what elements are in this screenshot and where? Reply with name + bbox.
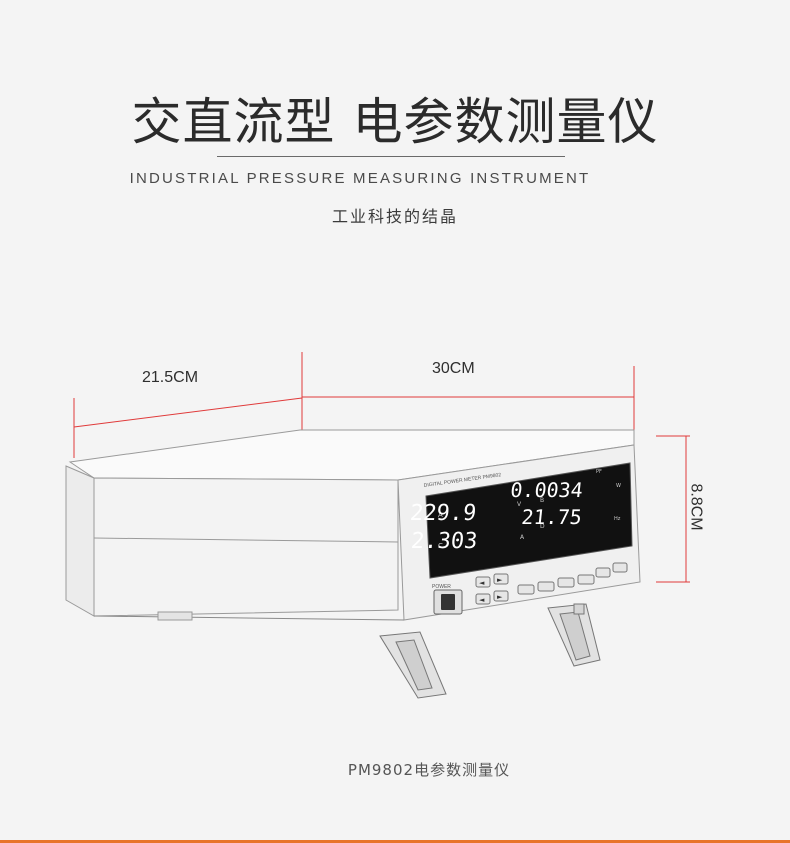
- subtitle-english: INDUSTRIAL PRESSURE MEASURING INSTRUMENT: [129, 170, 591, 187]
- rear-foot: [157, 611, 193, 621]
- device-base: [93, 615, 405, 621]
- foot-hinge: [573, 603, 585, 615]
- dimension-depth-label: 21.5CM: [142, 369, 199, 386]
- control-buttons: [475, 562, 628, 605]
- button-right-lower[interactable]: [493, 590, 509, 602]
- button-function-2[interactable]: [537, 581, 555, 592]
- title-divider: [217, 156, 565, 157]
- power-label: POWER: [432, 584, 451, 590]
- display-label-d: D: [540, 523, 545, 530]
- arrow-right-icon: ►: [497, 593, 503, 601]
- display-background: [425, 462, 633, 579]
- front-left-foot-inner: [395, 639, 433, 691]
- depth-dimension-line: [73, 397, 303, 428]
- display-label-a: A: [438, 511, 443, 519]
- display-unit-w: W: [616, 483, 621, 489]
- button-function-5[interactable]: [595, 567, 611, 578]
- front-right-foot-inner: [559, 611, 591, 661]
- dimension-lines: [73, 352, 690, 583]
- arrow-left-icon: ◄: [479, 596, 485, 604]
- page-title: 交直流型 电参数测量仪: [131, 93, 659, 151]
- display-left-bottom-value: 2.303: [410, 529, 479, 554]
- arrow-right-icon: ►: [497, 576, 503, 584]
- device-side-upper: [93, 477, 399, 617]
- display-unit-a: A: [520, 534, 525, 541]
- product-caption: PM9802电参数测量仪: [347, 761, 511, 779]
- dimension-width-label: 30CM: [432, 360, 475, 377]
- button-right-upper[interactable]: [493, 573, 509, 585]
- button-left-lower[interactable]: [475, 593, 491, 605]
- display-right-top-value: 0.0034: [509, 478, 584, 502]
- display-unit-v: V: [517, 501, 522, 508]
- power-switch[interactable]: [441, 594, 455, 610]
- button-function-4[interactable]: [577, 574, 595, 585]
- display-window: A C B D 229.9 2.303 0.0034 21.75 V A W H…: [409, 462, 633, 579]
- device-side-seam: [93, 537, 399, 543]
- power-switch-group: POWER: [432, 584, 463, 615]
- display-right-bottom-value: 21.75: [520, 505, 583, 529]
- device-back-edge: [65, 465, 95, 617]
- button-function-1[interactable]: [517, 584, 535, 595]
- fold-out-feet: [379, 603, 601, 699]
- arrow-glyphs: ◄ ► ◄ ►: [479, 576, 503, 604]
- display-label-c: C: [438, 542, 443, 550]
- arrow-left-icon: ◄: [479, 579, 485, 587]
- button-function-3[interactable]: [557, 577, 575, 588]
- display-left-top-value: 229.9: [409, 501, 478, 526]
- bottom-accent-bar: [0, 840, 790, 843]
- display-unit-pf: PF: [596, 469, 602, 475]
- display-label-b: B: [540, 497, 544, 504]
- button-left-upper[interactable]: [475, 576, 491, 588]
- button-function-6[interactable]: [612, 562, 628, 573]
- display-unit-hz: Hz: [614, 516, 621, 522]
- subtitle-chinese: 工业科技的结晶: [331, 207, 458, 226]
